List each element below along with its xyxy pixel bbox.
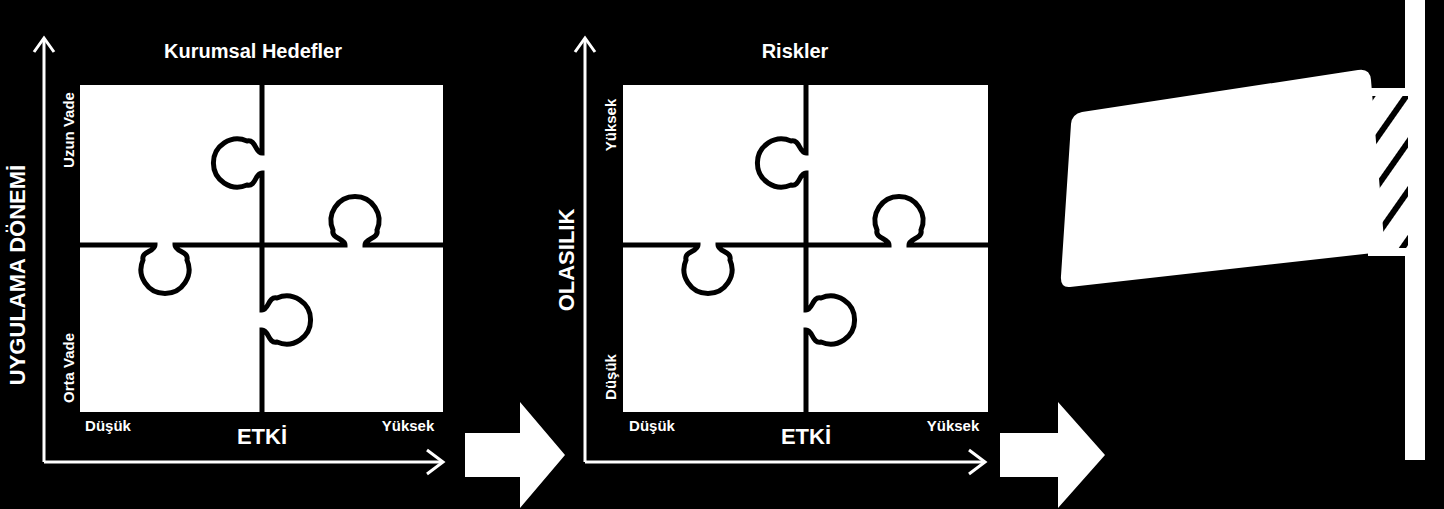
axis-title: ETKİ (237, 426, 287, 448)
block-arrow (465, 402, 565, 508)
puzzle-cut (262, 196, 443, 245)
axis-tick: Düşük (629, 418, 675, 433)
chart-panel: Riskler (565, 35, 1005, 465)
puzzle-cut (806, 245, 855, 412)
block-arrow (1000, 402, 1105, 508)
puzzle-cut (623, 245, 806, 294)
axis-title: OLASILIK (556, 209, 578, 312)
puzzle-cut (80, 245, 262, 294)
axis-tick: Düşük (85, 418, 131, 433)
axis-tick: Yüksek (927, 418, 980, 433)
axis-tick: Düşük (603, 354, 618, 400)
puzzle-square (623, 85, 988, 412)
puzzle-square (80, 85, 443, 412)
axis-tick: Orta Vade (61, 333, 76, 403)
axis-title: UYGULAMA DÖNEMİ (7, 165, 29, 385)
signboard (1061, 70, 1384, 287)
chart-title: Kurumsal Hedefler (103, 40, 403, 63)
puzzle-cuts (80, 85, 988, 412)
puzzle-cut (213, 85, 262, 245)
chart-panel: Kurumsal Hedefler (10, 35, 465, 465)
puzzle-cut (806, 196, 988, 245)
axis-tick: Uzun Vade (61, 92, 76, 168)
axis-tick: Yüksek (603, 99, 618, 152)
axis-title: ETKİ (781, 426, 831, 448)
axis-tick: Yüksek (382, 418, 435, 433)
puzzle-cut (262, 245, 311, 412)
chart-title: Riskler (645, 40, 945, 63)
puzzle-cut (757, 85, 806, 245)
